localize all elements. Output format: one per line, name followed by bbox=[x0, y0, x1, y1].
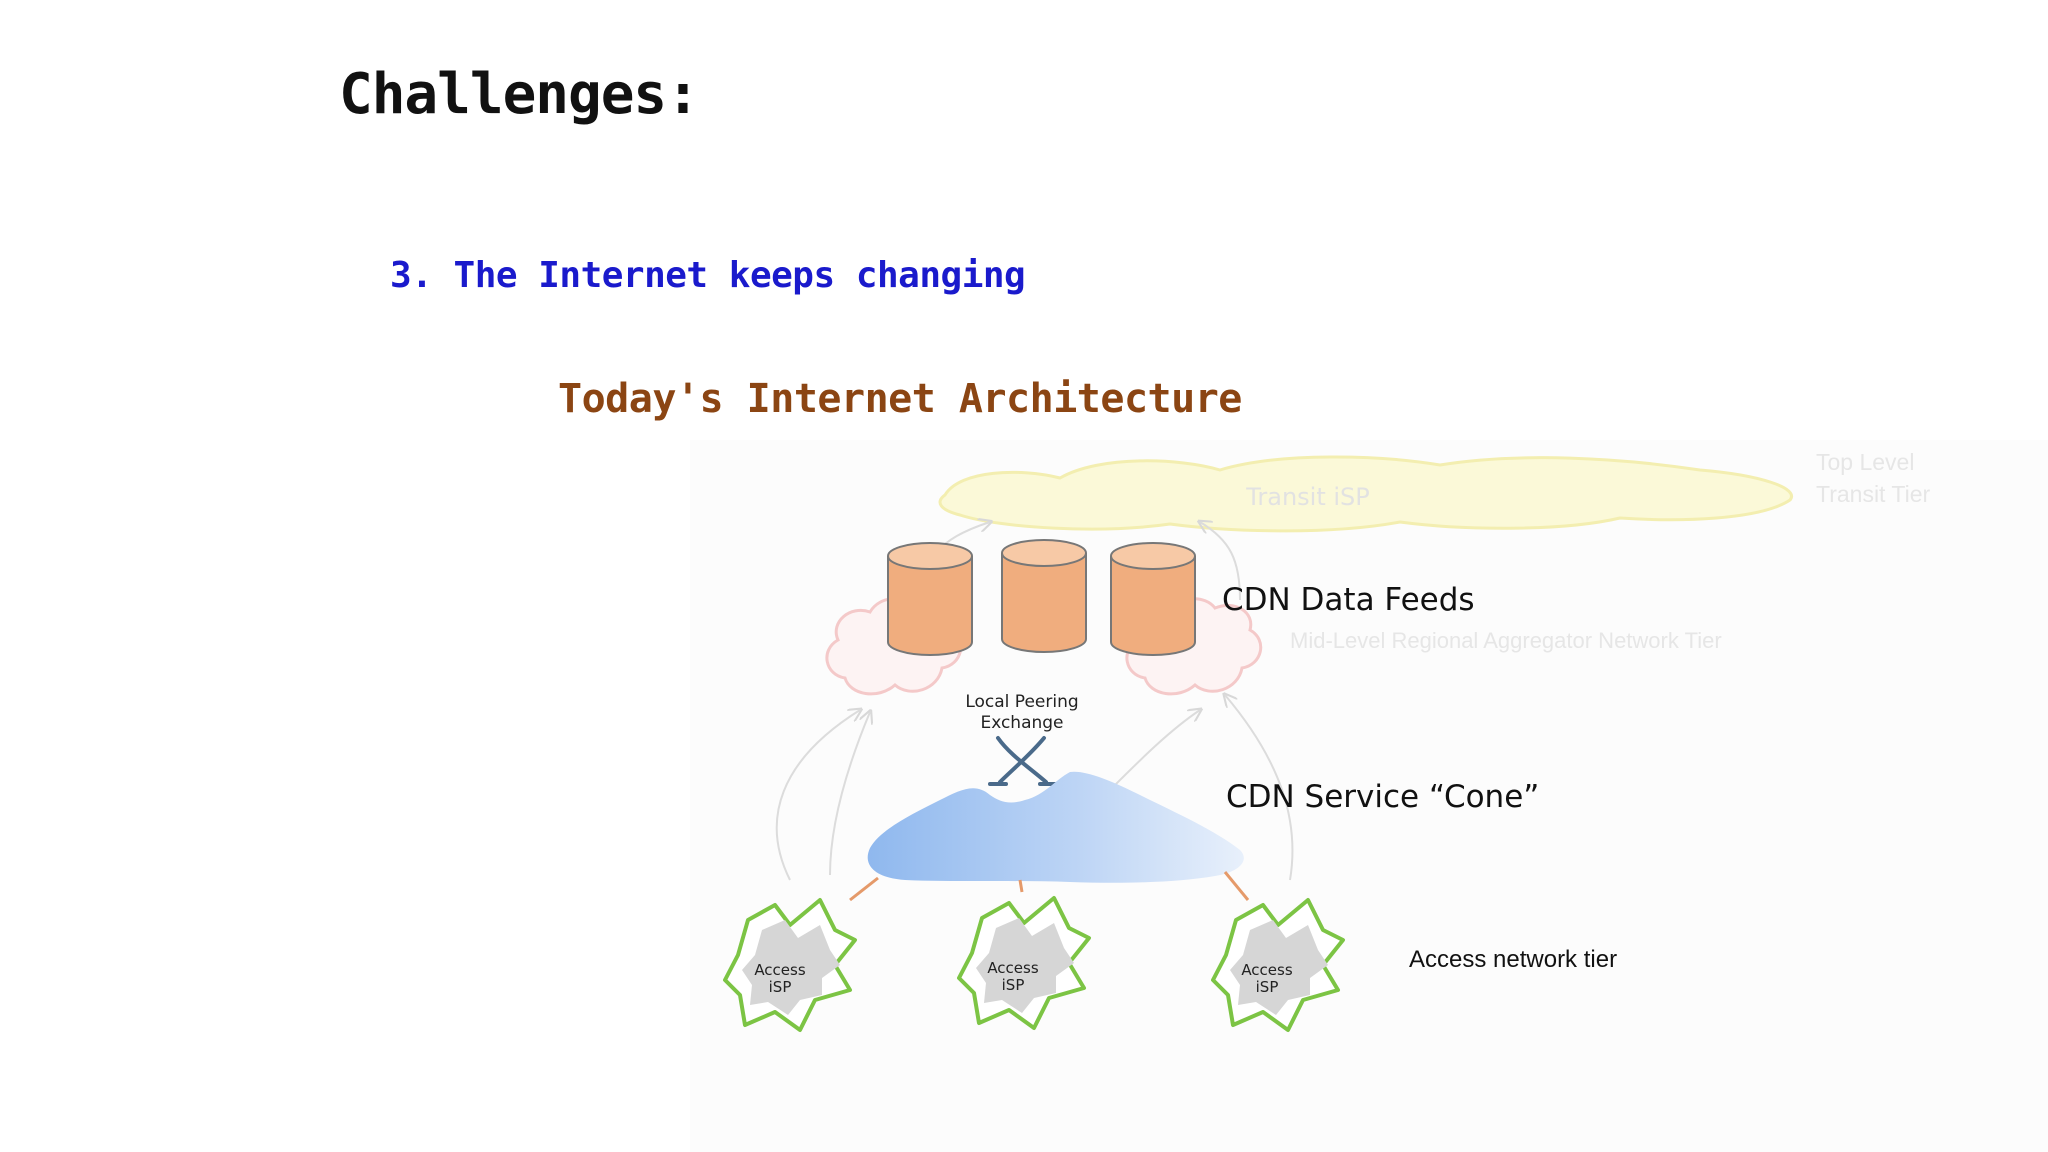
transit-isp-cloud: Transit iSP bbox=[938, 455, 1794, 533]
access-isp-1-label-line2: iSP bbox=[769, 978, 792, 996]
challenge-item: 3. The Internet keeps changing bbox=[390, 255, 1026, 296]
access-isp-cloud-2: Access iSP bbox=[957, 896, 1091, 1030]
faded-arrows bbox=[775, 522, 1294, 881]
cdn-data-feeds-label: CDN Data Feeds bbox=[1222, 582, 1475, 618]
access-isp-1-label-line1: Access bbox=[754, 961, 806, 979]
access-isp-2-label-line1: Access bbox=[987, 959, 1039, 977]
access-isp-3-label-line2: iSP bbox=[1256, 978, 1279, 996]
access-isp-cloud-3: Access iSP bbox=[1211, 898, 1345, 1032]
access-isp-2-label-line2: iSP bbox=[1002, 976, 1025, 994]
local-peering-label-line1: Local Peering bbox=[965, 692, 1078, 712]
local-peering-label-line2: Exchange bbox=[980, 713, 1063, 733]
mid-tier-label: Mid-Level Regional Aggregator Network Ti… bbox=[1290, 628, 1722, 653]
top-tier-label-line1: Top Level bbox=[1816, 449, 1914, 475]
access-isp-3-label-line1: Access bbox=[1241, 961, 1293, 979]
access-isp-cloud-1: Access iSP bbox=[723, 898, 857, 1032]
diagram-title: Today's Internet Architecture bbox=[558, 376, 1242, 422]
cdn-data-feed-cylinder-3 bbox=[1110, 542, 1196, 656]
slide-title: Challenges: bbox=[339, 62, 700, 127]
top-tier-label-line2: Transit Tier bbox=[1816, 481, 1931, 507]
access-network-tier-label: Access network tier bbox=[1409, 946, 1617, 973]
transit-isp-label: Transit iSP bbox=[1245, 483, 1370, 511]
cone-to-access-links bbox=[849, 871, 1250, 902]
cdn-service-cone-label: CDN Service “Cone” bbox=[1226, 779, 1539, 815]
cdn-service-cone bbox=[867, 771, 1244, 883]
cdn-data-feed-cylinder-1 bbox=[887, 542, 973, 656]
cdn-data-feed-cylinder-2 bbox=[1001, 539, 1087, 653]
